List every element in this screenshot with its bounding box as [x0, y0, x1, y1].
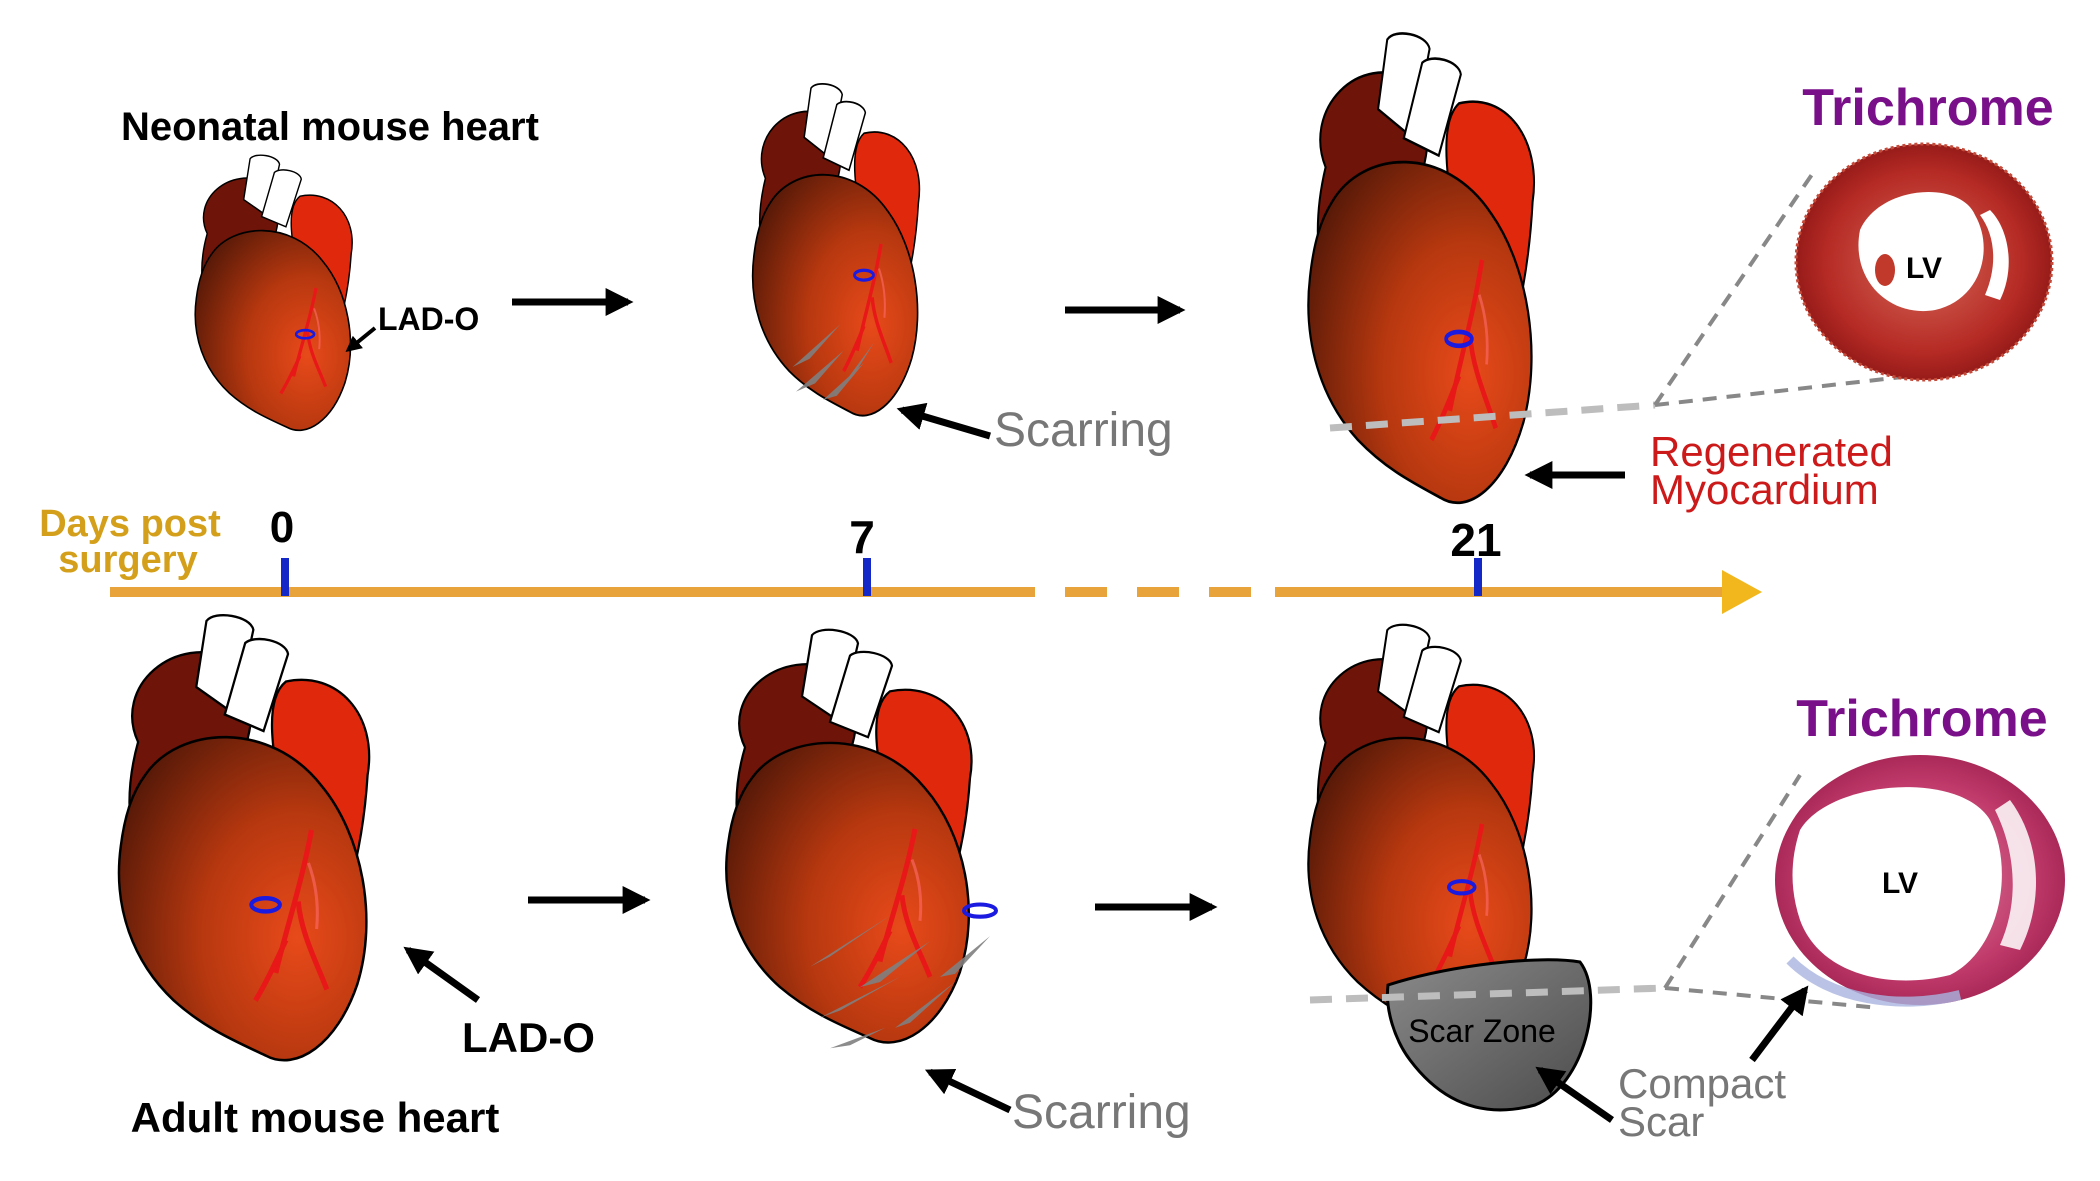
timeline-arrowhead — [1722, 570, 1762, 614]
scarring-pointer-top — [896, 402, 991, 440]
axis-label-line2: surgery — [58, 539, 197, 581]
adult-heart-day0 — [117, 613, 371, 1062]
scar-streaks — [810, 915, 990, 1049]
scarring-pointer-bottom — [924, 1068, 1012, 1114]
adult-heart-day7 — [725, 628, 998, 1049]
adult-title: Adult mouse heart — [131, 1094, 500, 1141]
compact-scar-line1: Compact — [1618, 1060, 1786, 1107]
tick-label-21: 21 — [1450, 514, 1501, 566]
neonatal-heart-day21 — [1306, 32, 1536, 505]
regenerated-label-line1: Regenerated — [1650, 428, 1893, 475]
trichrome-section-top: LV — [1794, 142, 2054, 382]
neonatal-title: Neonatal mouse heart — [121, 105, 539, 149]
section-plane-bottom — [1309, 984, 1666, 1004]
compact-scar-line2: Scar — [1618, 1098, 1704, 1145]
axis-label-line1: Days post — [39, 503, 221, 545]
section-plane-top — [1329, 401, 1656, 432]
tick-label-0: 0 — [270, 503, 294, 552]
zoom-line-bottom-2 — [1664, 986, 1881, 1010]
trichrome-label-bottom: Trichrome — [1796, 690, 2047, 748]
scar-zone-label: Scar Zone — [1408, 1013, 1556, 1049]
scarring-label-top: Scarring — [994, 404, 1173, 457]
trichrome-section-bottom: LV — [1775, 755, 2065, 1007]
tick-day7: 7 — [849, 511, 875, 596]
lado-label-top: LAD-O — [378, 301, 479, 337]
tick-label-7: 7 — [849, 511, 875, 563]
section-scar-pointer — [1749, 985, 1809, 1063]
lado-label-bottom: LAD-O — [462, 1014, 595, 1061]
tick-day21: 21 — [1450, 514, 1502, 596]
zoom-line-bottom-1 — [1663, 773, 1802, 990]
compact-scar-pointer — [1535, 1066, 1614, 1123]
scarring-label-bottom: Scarring — [1012, 1086, 1191, 1139]
zoom-line-top-1 — [1653, 168, 1817, 407]
neonatal-heart-day7 — [751, 82, 921, 417]
lado-pointer-top — [345, 326, 377, 353]
zoom-line-top-2 — [1654, 373, 1921, 407]
ligature-ring — [249, 896, 282, 914]
trichrome-label-top: Trichrome — [1802, 79, 2053, 137]
ligature-ring — [294, 328, 316, 340]
lado-pointer-bottom — [403, 946, 481, 1003]
lv-label-top: LV — [1906, 252, 1942, 285]
timeline-axis — [110, 570, 1762, 614]
regenerated-label-line2: Myocardium — [1650, 466, 1879, 513]
neonatal-heart-day0 — [194, 154, 354, 432]
tick-day0: 0 — [270, 503, 294, 596]
lv-label-bottom: LV — [1882, 867, 1918, 900]
adult-heart-day21 — [1307, 623, 1536, 1039]
